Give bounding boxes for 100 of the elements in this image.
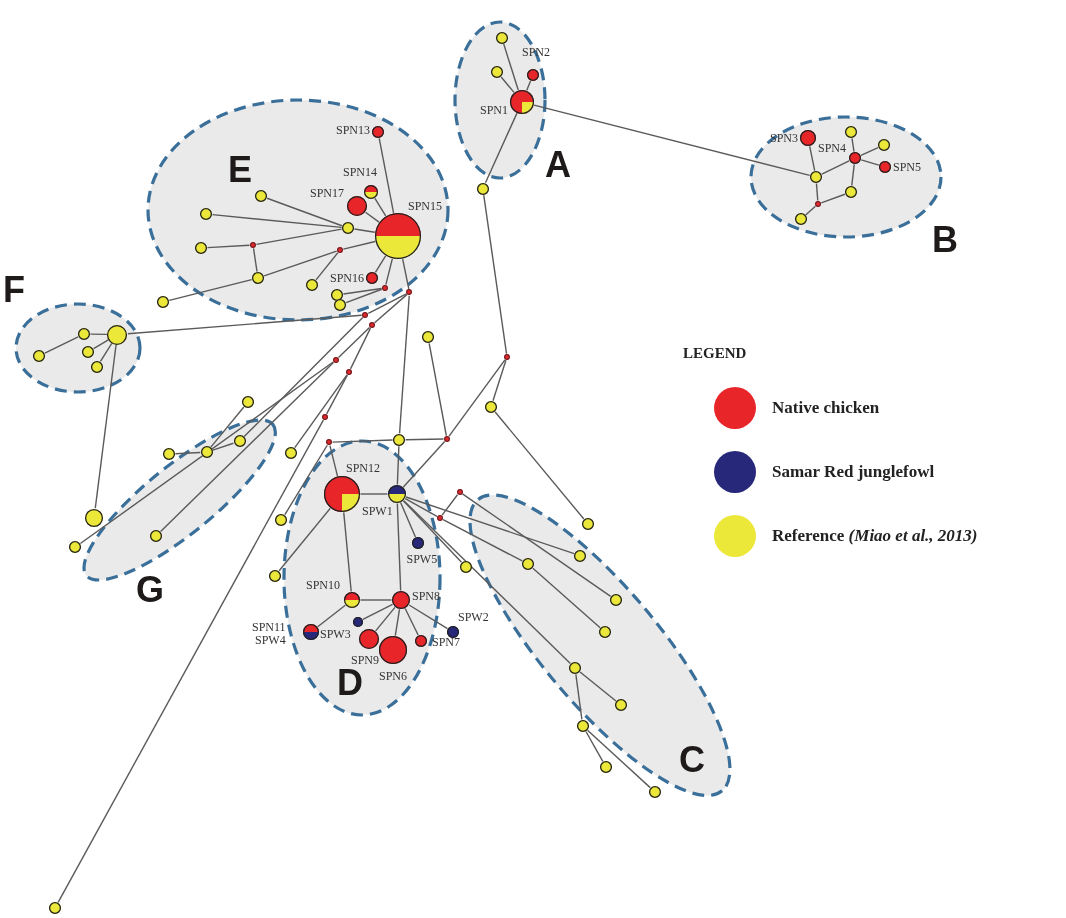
haplotype-circle xyxy=(848,151,862,165)
haplotype-label: SPN1 xyxy=(480,103,508,117)
haplotype-circle xyxy=(77,327,91,341)
haplotype-circle xyxy=(84,507,105,528)
connector-line xyxy=(243,316,364,438)
haplotype-circle xyxy=(106,323,129,346)
haplotype-circle xyxy=(302,623,320,641)
median-vector-dot xyxy=(345,368,353,376)
haplotype-circle xyxy=(343,591,361,609)
connector-line xyxy=(500,76,515,94)
haplotype-circle xyxy=(793,212,808,227)
haplotype-label: SPN13 xyxy=(336,123,370,137)
connector-line xyxy=(94,344,117,509)
connector-line xyxy=(331,439,394,443)
connector-line xyxy=(404,497,438,517)
connector-line xyxy=(353,228,376,233)
cluster-letter: F xyxy=(3,270,25,310)
connector-line xyxy=(408,604,449,630)
connector-line xyxy=(396,445,400,486)
haplotype-label: SPW4 xyxy=(255,633,286,647)
haplotype-circle xyxy=(391,590,411,610)
connector-line xyxy=(405,496,575,555)
median-vector-dot xyxy=(332,356,340,364)
haplotype-circle xyxy=(199,207,213,221)
haplotype-circle xyxy=(573,548,588,563)
haplotype-circle xyxy=(392,432,407,447)
connector-line xyxy=(263,250,338,277)
haplotype-circle xyxy=(484,400,498,414)
connector-line xyxy=(441,494,459,516)
connector-line xyxy=(402,258,410,290)
haplotype-circle xyxy=(232,434,247,449)
haplotype-circle xyxy=(333,298,347,312)
connector-line xyxy=(860,159,880,166)
connector-line xyxy=(815,182,819,202)
connector-line xyxy=(398,295,410,434)
connector-line xyxy=(533,104,811,177)
connector-line xyxy=(174,451,201,455)
connector-line xyxy=(252,247,258,273)
haplotype-circle xyxy=(581,517,595,531)
connector-line xyxy=(294,374,348,449)
haplotype-circle xyxy=(878,160,892,174)
haplotype-circle xyxy=(475,181,490,196)
haplotype-label: SPN8 xyxy=(412,589,440,603)
connector-line xyxy=(362,603,394,621)
connector-line xyxy=(57,419,324,903)
connector-line xyxy=(374,255,387,274)
haplotype-circle xyxy=(363,184,379,200)
haplotype-circle xyxy=(568,661,582,675)
connector-line xyxy=(851,137,855,153)
connector-line xyxy=(212,442,235,451)
connector-line xyxy=(159,361,335,533)
median-vector-dot xyxy=(336,246,344,254)
haplotype-label: SPN5 xyxy=(893,160,921,174)
cluster-letter: C xyxy=(679,740,705,780)
connector-line xyxy=(325,374,349,415)
haplotype-circle xyxy=(809,170,823,184)
haplotype-circle xyxy=(268,568,282,583)
haplotype-label: SPW1 xyxy=(362,504,393,518)
connector-line xyxy=(211,213,343,229)
haplotype-label: SPN15 xyxy=(408,199,442,213)
haplotype-circle xyxy=(459,560,473,574)
haplotype-circle xyxy=(378,635,408,665)
haplotype-label: SPW2 xyxy=(458,610,489,624)
connector-line xyxy=(403,499,572,665)
connector-line xyxy=(820,193,846,204)
connector-line xyxy=(315,252,339,281)
median-vector-dot xyxy=(443,435,451,443)
connector-line xyxy=(374,197,387,217)
haplotype-label: SPN16 xyxy=(330,271,364,285)
haplotype-circle xyxy=(411,536,425,550)
haplotype-circle xyxy=(609,593,623,607)
connector-line xyxy=(89,333,108,336)
haplotype-label: SPW5 xyxy=(406,552,438,566)
connector-line xyxy=(532,567,601,629)
haplotype-circle xyxy=(251,271,265,285)
haplotype-circle xyxy=(346,195,368,217)
haplotype-circle xyxy=(844,185,858,199)
connector-line xyxy=(349,327,372,370)
haplotype-circle xyxy=(352,616,364,628)
haplotype-circle xyxy=(274,513,289,528)
haplotype-circle xyxy=(149,529,163,543)
median-vector-dot xyxy=(325,438,334,447)
haplotype-circle xyxy=(421,330,435,344)
haplotype-circle xyxy=(199,445,214,460)
haplotype-circle xyxy=(648,785,662,799)
haplotype-circle xyxy=(371,125,385,139)
haplotype-circle xyxy=(68,540,83,555)
haplotype-circle xyxy=(494,30,509,45)
connector-line xyxy=(364,211,380,223)
haplotype-circle xyxy=(599,760,613,774)
connector-line xyxy=(284,444,328,516)
haplotype-circle xyxy=(358,628,380,650)
connector-line xyxy=(442,518,523,562)
connector-line xyxy=(809,145,816,172)
connector-line xyxy=(804,205,817,216)
haplotype-circle xyxy=(387,484,407,504)
haplotype-label: SPN2 xyxy=(521,46,550,60)
connector-line xyxy=(579,671,617,702)
connector-line xyxy=(168,278,253,302)
connector-line xyxy=(396,502,402,592)
